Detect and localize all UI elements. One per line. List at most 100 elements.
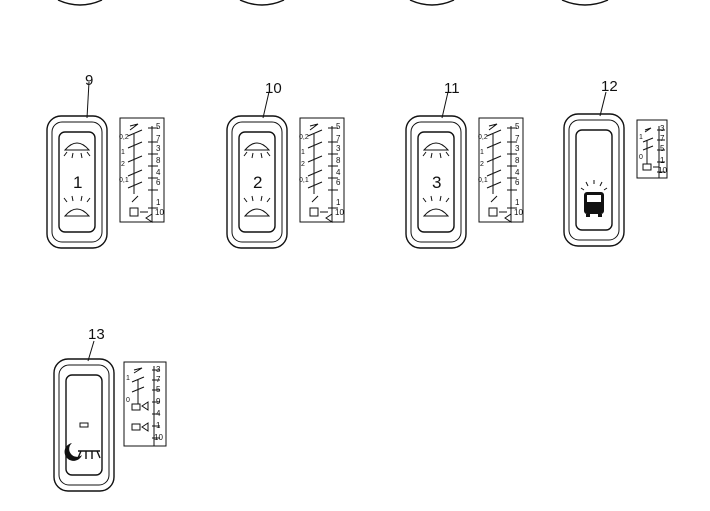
callout-13: 13 <box>88 326 105 343</box>
svg-text:4: 4 <box>515 168 520 177</box>
schematic-frame <box>299 117 345 223</box>
svg-text:8: 8 <box>515 156 520 165</box>
svg-text:5: 5 <box>336 122 341 131</box>
svg-text:0,2: 0,2 <box>299 134 309 141</box>
svg-text:1: 1 <box>660 156 665 165</box>
svg-text:10: 10 <box>658 166 667 175</box>
rocker-bezel <box>51 121 103 243</box>
svg-text:6: 6 <box>515 178 520 187</box>
svg-text:1: 1 <box>156 198 161 207</box>
svg-text:3: 3 <box>156 144 161 153</box>
rocker-face <box>58 131 96 233</box>
headlight-up-icon <box>422 142 450 159</box>
rocker-bezel <box>58 364 110 486</box>
svg-text:1: 1 <box>480 149 484 156</box>
rocker-housing <box>226 115 288 249</box>
leader-line-11 <box>441 91 449 119</box>
callout-9: 9 <box>85 72 93 89</box>
svg-text:8: 8 <box>336 156 341 165</box>
svg-text:0: 0 <box>126 397 130 404</box>
bus-hazard-light-icon <box>580 180 608 217</box>
svg-text:2: 2 <box>301 161 305 168</box>
svg-text:2: 2 <box>480 161 484 168</box>
svg-text:10: 10 <box>335 208 344 217</box>
headlight-down-icon <box>63 195 91 217</box>
svg-text:0,2: 0,2 <box>119 134 129 141</box>
callout-11: 11 <box>444 80 460 97</box>
rocker-housing <box>405 115 467 249</box>
svg-text:1: 1 <box>126 375 130 382</box>
switch-number: 3 <box>432 173 441 192</box>
headlight-down-icon <box>422 195 450 217</box>
svg-text:1: 1 <box>515 198 520 207</box>
svg-text:2: 2 <box>121 161 125 168</box>
rocker-bezel <box>568 119 620 241</box>
schematic-13: 1 0 3 7 5 9 4 1 10 <box>123 361 167 447</box>
svg-text:7: 7 <box>515 134 520 143</box>
svg-text:5: 5 <box>156 122 161 131</box>
svg-text:10: 10 <box>154 433 163 442</box>
svg-text:3: 3 <box>336 144 341 153</box>
svg-text:10: 10 <box>514 208 523 217</box>
rocker-housing <box>53 358 115 492</box>
rocker-face <box>417 131 455 233</box>
schematic-12: 1 0 3 7 5 1 10 <box>636 119 668 179</box>
switch-13: 13 <box>53 326 115 492</box>
schematic-10: 0,2 1 2 0,1 5 7 3 8 4 6 1 10 <box>299 117 345 223</box>
svg-text:1: 1 <box>156 421 161 430</box>
rocker-bezel <box>231 121 283 243</box>
leader-line-10 <box>262 91 270 119</box>
schematic-frame <box>478 117 524 223</box>
svg-text:1: 1 <box>121 149 125 156</box>
svg-text:8: 8 <box>156 156 161 165</box>
svg-text:6: 6 <box>156 178 161 187</box>
headlight-up-icon <box>243 142 271 159</box>
svg-text:1: 1 <box>336 198 341 207</box>
switch-12: 12 <box>563 78 625 247</box>
rocker-bezel <box>410 121 462 243</box>
callout-10: 10 <box>265 80 282 97</box>
svg-text:6: 6 <box>336 178 341 187</box>
indicator-lamp <box>79 422 89 428</box>
svg-text:4: 4 <box>156 168 161 177</box>
svg-text:7: 7 <box>156 134 161 143</box>
svg-text:0,2: 0,2 <box>478 134 488 141</box>
interior-light-moon-icon <box>64 443 101 461</box>
svg-text:5: 5 <box>660 144 665 153</box>
svg-text:1: 1 <box>639 134 643 141</box>
schematic-frame <box>123 361 167 447</box>
switch-9: 9 1 <box>46 72 108 249</box>
svg-text:7: 7 <box>660 134 665 143</box>
headlight-up-icon <box>63 142 91 159</box>
schematic-frame <box>636 119 668 179</box>
svg-text:4: 4 <box>156 409 161 418</box>
svg-text:1: 1 <box>301 149 305 156</box>
svg-text:5: 5 <box>156 385 161 394</box>
schematic-9: 0,2 1 2 0,1 5 7 3 8 4 6 1 10 <box>119 117 165 223</box>
switch-10: 10 2 <box>226 80 288 249</box>
rocker-face <box>575 129 613 231</box>
headlight-down-icon <box>243 195 271 217</box>
switch-number: 1 <box>73 173 82 192</box>
svg-text:3: 3 <box>660 124 665 133</box>
svg-text:7: 7 <box>336 134 341 143</box>
schematic-11: 0,2 1 2 0,1 5 7 3 8 4 6 1 10 <box>478 117 524 223</box>
rocker-face <box>238 131 276 233</box>
svg-text:0,1: 0,1 <box>478 177 488 184</box>
svg-text:9: 9 <box>156 397 161 406</box>
switch-11: 11 3 <box>405 80 467 249</box>
svg-text:7: 7 <box>156 375 161 384</box>
switch-number: 2 <box>253 173 262 192</box>
svg-text:0,1: 0,1 <box>299 177 309 184</box>
svg-text:4: 4 <box>336 168 341 177</box>
rocker-housing <box>46 115 108 249</box>
svg-text:3: 3 <box>515 144 520 153</box>
svg-text:0,1: 0,1 <box>119 177 129 184</box>
leader-line-12 <box>599 91 607 117</box>
leader-line-13 <box>87 340 95 362</box>
callout-12: 12 <box>601 78 618 95</box>
svg-text:3: 3 <box>156 365 161 374</box>
rocker-housing <box>563 113 625 247</box>
svg-text:10: 10 <box>155 208 164 217</box>
